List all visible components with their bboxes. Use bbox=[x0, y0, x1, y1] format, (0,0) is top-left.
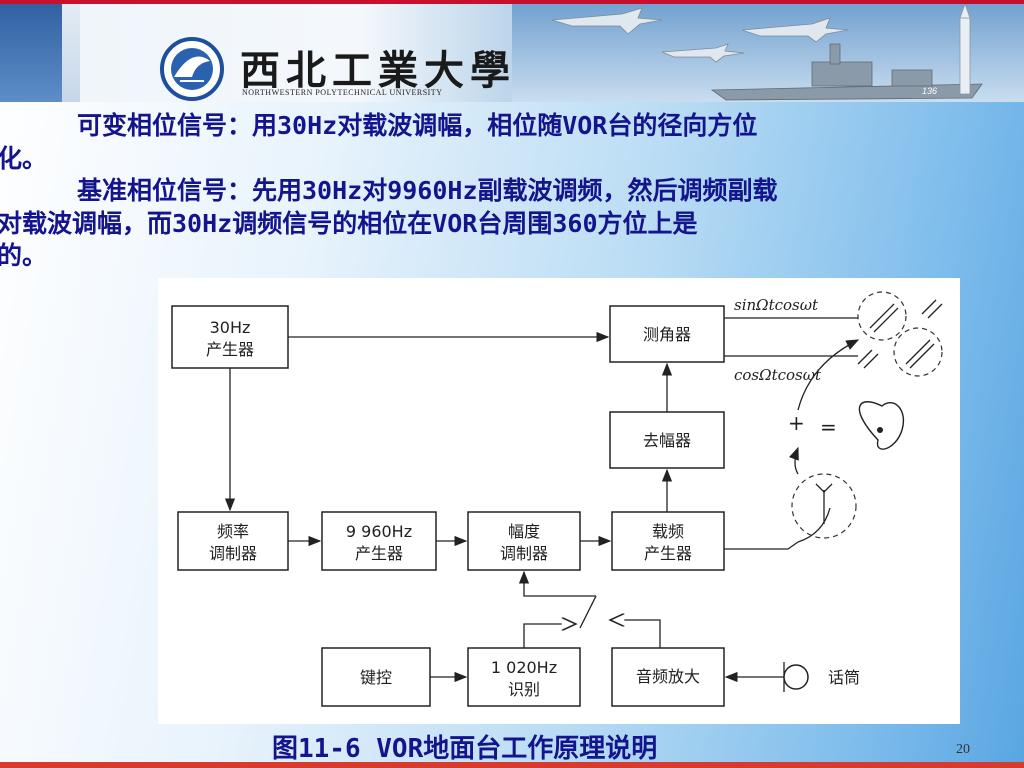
equals-sign: = bbox=[820, 415, 837, 439]
block-1020hz-ident-line2: 识别 bbox=[508, 680, 540, 699]
block-am-modulator-line1: 幅度 bbox=[508, 522, 540, 541]
block-keying-label: 键控 bbox=[360, 668, 392, 687]
block-am-modulator: 幅度 调制器 bbox=[467, 511, 581, 571]
diagram-canvas: 30Hz 产生器 测角器 去幅器 频率 调制器 9 960Hz 产生器 bbox=[171, 291, 943, 707]
block-goniometer: 测角器 bbox=[609, 305, 725, 363]
microphone-label: 话筒 bbox=[828, 668, 860, 687]
block-30hz-generator-line2: 产生器 bbox=[206, 340, 254, 359]
body-line-2: 而变化。 bbox=[0, 143, 48, 173]
cos-term-label: cosΩtcosωt bbox=[734, 366, 822, 384]
university-name-en: NORTHWESTERN POLYTECHNICAL UNIVERSITY bbox=[242, 88, 443, 97]
block-limiter: 去幅器 bbox=[609, 411, 725, 469]
block-fm-modulator-line2: 调制器 bbox=[209, 544, 257, 563]
block-9960hz-generator-line1: 9 960Hz bbox=[346, 522, 412, 541]
sin-term-label: sinΩtcosωt bbox=[734, 296, 819, 314]
plus-sign: + bbox=[788, 411, 805, 435]
block-fm-modulator: 频率 调制器 bbox=[177, 511, 289, 571]
block-fm-modulator-line1: 频率 bbox=[217, 522, 249, 541]
university-name-cn: 西北工業大學 bbox=[240, 47, 516, 94]
block-9960hz-generator: 9 960Hz 产生器 bbox=[321, 511, 437, 571]
page-number: 20 bbox=[956, 742, 970, 757]
microphone-icon bbox=[783, 662, 809, 692]
reference-phase-paragraph: 基准相位信号：先用30Hz对9960Hz副载波调频，然后调频副载 波再对载波调幅… bbox=[0, 175, 1012, 273]
body-line-5: 相同的。 bbox=[0, 241, 48, 270]
block-limiter-label: 去幅器 bbox=[643, 431, 691, 450]
variable-phase-paragraph: 可变相位信号：用30Hz对载波调幅，相位随VOR台的径向方位 而变化。 bbox=[0, 110, 1012, 175]
block-carrier-generator-line1: 载频 bbox=[652, 522, 684, 541]
bottom-accent-bar bbox=[0, 762, 1024, 768]
block-30hz-generator-line1: 30Hz bbox=[210, 318, 251, 337]
block-am-modulator-line2: 调制器 bbox=[500, 544, 548, 563]
header-accent-band bbox=[0, 0, 62, 102]
signal-lines bbox=[224, 317, 858, 683]
body-line-1: 可变相位信号：用30Hz对载波调幅，相位随VOR台的径向方位 bbox=[77, 111, 758, 140]
body-line-4: 波再对载波调幅，而30Hz调频信号的相位在VOR台周围360方位上是 bbox=[0, 208, 698, 238]
top-red-rule bbox=[0, 0, 1024, 4]
block-30hz-generator: 30Hz 产生器 bbox=[171, 305, 289, 369]
block-1020hz-ident-line1: 1 020Hz bbox=[491, 658, 557, 677]
vor-block-diagram: 30Hz 产生器 测角器 去幅器 频率 调制器 9 960Hz 产生器 bbox=[158, 278, 960, 724]
body-line-3: 基准相位信号：先用30Hz对9960Hz副载波调频，然后调频副载 bbox=[77, 176, 778, 205]
aircraft-ship-banner-image: 136 bbox=[512, 0, 1024, 102]
block-goniometer-label: 测角器 bbox=[643, 325, 691, 344]
university-logo-icon bbox=[160, 37, 224, 101]
header-banner: 136 西北工業大學 NORTHWESTERN POLYTECHNICAL UN… bbox=[0, 0, 1024, 102]
block-audio-amplifier-label: 音频放大 bbox=[636, 667, 700, 686]
ship-hull-number: 136 bbox=[922, 86, 937, 96]
block-audio-amplifier: 音频放大 bbox=[611, 647, 725, 707]
figure-caption: 图11-6 VOR地面台工作原理说明 bbox=[272, 734, 658, 764]
block-carrier-generator: 载频 产生器 bbox=[611, 511, 725, 571]
block-keying: 键控 bbox=[321, 647, 431, 707]
antenna-pattern-figures bbox=[789, 291, 943, 539]
block-carrier-generator-line2: 产生器 bbox=[644, 544, 692, 563]
header-accent-strip bbox=[62, 0, 80, 102]
block-1020hz-ident: 1 020Hz 识别 bbox=[467, 647, 581, 707]
body-text: 可变相位信号：用30Hz对载波调幅，相位随VOR台的径向方位 而变化。 基准相位… bbox=[0, 110, 1012, 273]
block-9960hz-generator-line2: 产生器 bbox=[355, 544, 403, 563]
